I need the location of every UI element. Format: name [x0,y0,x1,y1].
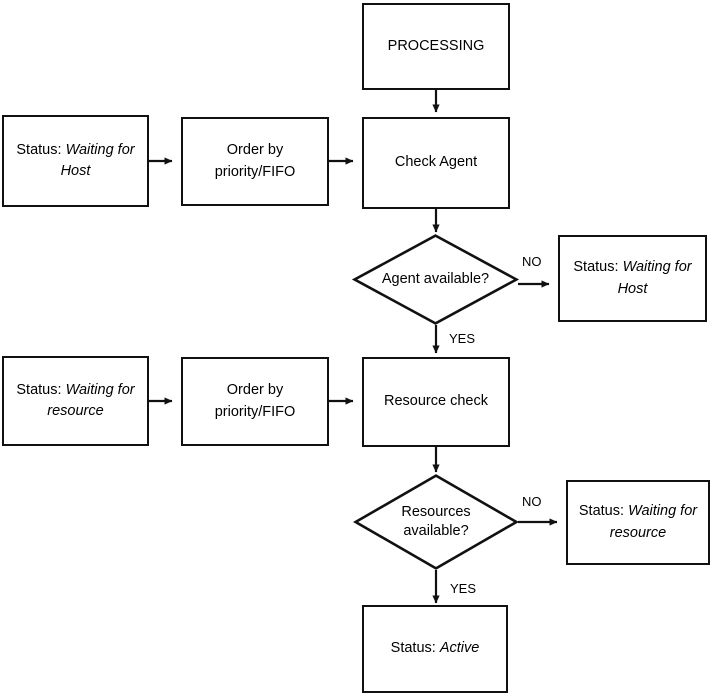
node-status-active-value: Active [439,640,480,657]
node-resource-check-label: Resource check [384,393,488,410]
node-status-waiting-resource-left-prefix: Status: [16,381,66,398]
node-status-waiting-host-left[interactable]: Status: Waiting for Host [2,115,149,207]
node-status-waiting-host-right-value: Waiting for Host [617,259,692,297]
node-status-waiting-resource-left-value: Waiting for resource [47,381,135,419]
node-status-waiting-resource-right[interactable]: Status: Waiting for resource [566,480,710,565]
node-status-waiting-resource-left[interactable]: Status: Waiting for resource [2,356,149,446]
node-status-waiting-host-left-prefix: Status: [16,141,66,158]
edge-label-resources-yes: YES [450,581,477,596]
node-check-agent[interactable]: Check Agent [362,117,510,209]
node-status-active[interactable]: Status: Active [362,605,508,693]
node-status-waiting-host-right-prefix: Status: [573,259,623,276]
node-order-by-1-line1: Order by [226,142,284,159]
node-decision-agent-available-label: Agent available? [381,271,490,288]
node-order-by-2-line1: Order by [226,382,284,399]
node-decision-agent-available[interactable]: Agent available? [351,234,520,325]
node-status-waiting-resource-right-value: Waiting for resource [609,503,698,541]
edge-label-resources-no: NO [522,494,542,509]
edge-label-agent-no: NO [522,254,542,269]
node-order-by-1-line2: priority/FIFO [214,163,296,180]
node-order-by-priority-fifo-1[interactable]: Order by priority/FIFO [181,117,329,206]
node-decision-resources-available[interactable]: Resources available? [352,474,520,570]
node-resource-check[interactable]: Resource check [362,357,510,447]
node-decision-resources-available-line2: available? [403,523,469,539]
node-status-waiting-host-right[interactable]: Status: Waiting for Host [558,235,707,322]
diamond-shape-agent [351,234,520,325]
node-processing[interactable]: PROCESSING [362,3,510,90]
edge-label-agent-yes: YES [449,331,476,346]
node-decision-resources-available-line1: Resources [401,504,471,521]
node-order-by-2-line2: priority/FIFO [214,403,296,420]
node-status-waiting-resource-right-prefix: Status: [578,503,629,520]
node-status-waiting-host-left-value: Waiting for Host [60,141,135,179]
node-order-by-priority-fifo-2[interactable]: Order by priority/FIFO [181,357,329,446]
node-processing-label: PROCESSING [387,37,485,54]
node-check-agent-label: Check Agent [394,154,478,171]
diamond-shape-resources [352,474,520,570]
node-status-active-prefix: Status: [390,640,440,657]
